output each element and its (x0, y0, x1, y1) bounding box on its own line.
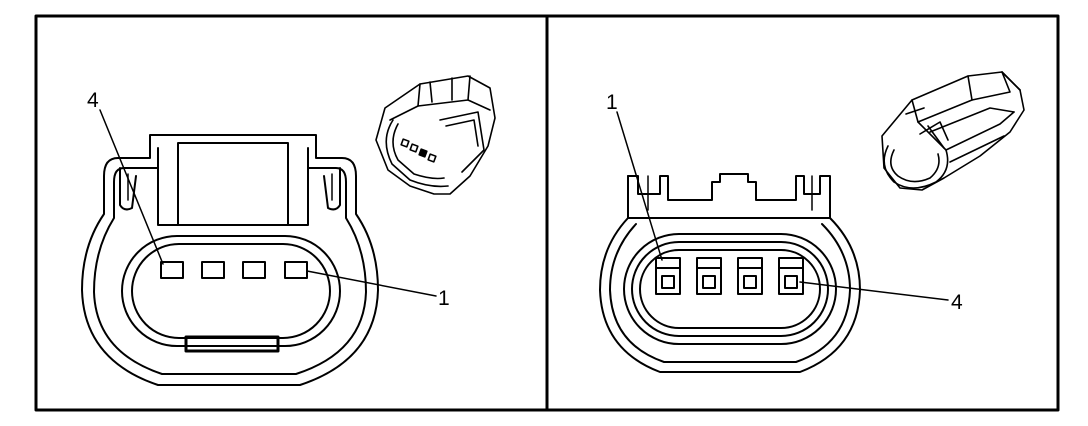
iso-side-latch (439, 111, 485, 173)
pin-label-left-1: 1 (438, 287, 450, 310)
iso-pin-1 (400, 138, 410, 148)
shroud-inner-walls (647, 175, 813, 211)
key-slot (184, 335, 280, 353)
leader-line-pin-4 (799, 281, 949, 301)
tab-side-right (287, 167, 309, 226)
pin-cavity-outer (121, 235, 341, 347)
cavity-ring-2 (631, 241, 829, 337)
terminal-2 (242, 261, 266, 279)
connector-body-inner (609, 223, 851, 363)
iso-edges (389, 99, 491, 121)
cavity-ring-1 (623, 233, 837, 345)
terminal-3 (201, 261, 225, 279)
iso-latch (919, 121, 949, 149)
cavity-ring-3 (639, 249, 821, 329)
iso-body (375, 75, 496, 195)
pin-cavity-inner (131, 243, 331, 339)
iso-body (881, 71, 1025, 191)
terminal-1 (655, 257, 681, 295)
connector-body-outline (81, 134, 379, 386)
locking-tab (177, 142, 289, 226)
pin-label-left-4: 4 (87, 89, 99, 112)
terminal-4 (160, 261, 184, 279)
right-connector-iso (881, 71, 1025, 191)
connector-body-inner (93, 147, 367, 375)
left-connector-face (81, 109, 437, 386)
left-latch-clip (119, 167, 137, 211)
pin-label-right-1: 1 (606, 91, 618, 114)
terminal-2 (696, 257, 722, 295)
pin-label-right-4: 4 (951, 291, 963, 314)
terminal-4 (778, 257, 804, 295)
iso-pin-3 (418, 148, 428, 158)
right-latch-clip (323, 167, 341, 211)
tab-side-left (157, 167, 179, 226)
iso-pin-4 (427, 153, 437, 163)
terminal-3 (737, 257, 763, 295)
iso-face-inner (890, 149, 940, 183)
connector-body-outline (599, 217, 861, 373)
leader-line-pin-4 (99, 109, 164, 265)
iso-tab-ribs (429, 77, 453, 103)
iso-corner-lines (905, 71, 1021, 115)
iso-top-rail (967, 71, 1011, 101)
iso-pin-2 (409, 143, 419, 153)
iso-face-rim (385, 119, 449, 188)
iso-side-lines (945, 111, 1015, 163)
iso-ribs (917, 99, 1015, 133)
iso-tab (417, 75, 471, 107)
right-connector-face (599, 111, 949, 373)
left-connector-iso (375, 75, 496, 195)
iso-face-inner (392, 123, 445, 180)
leader-line-pin-1 (616, 111, 663, 261)
iso-side-latch-inner (445, 119, 479, 147)
leader-line-pin-1 (306, 270, 437, 297)
terminal-1 (284, 261, 308, 279)
top-shroud (627, 173, 831, 219)
iso-face-rim (883, 145, 949, 189)
